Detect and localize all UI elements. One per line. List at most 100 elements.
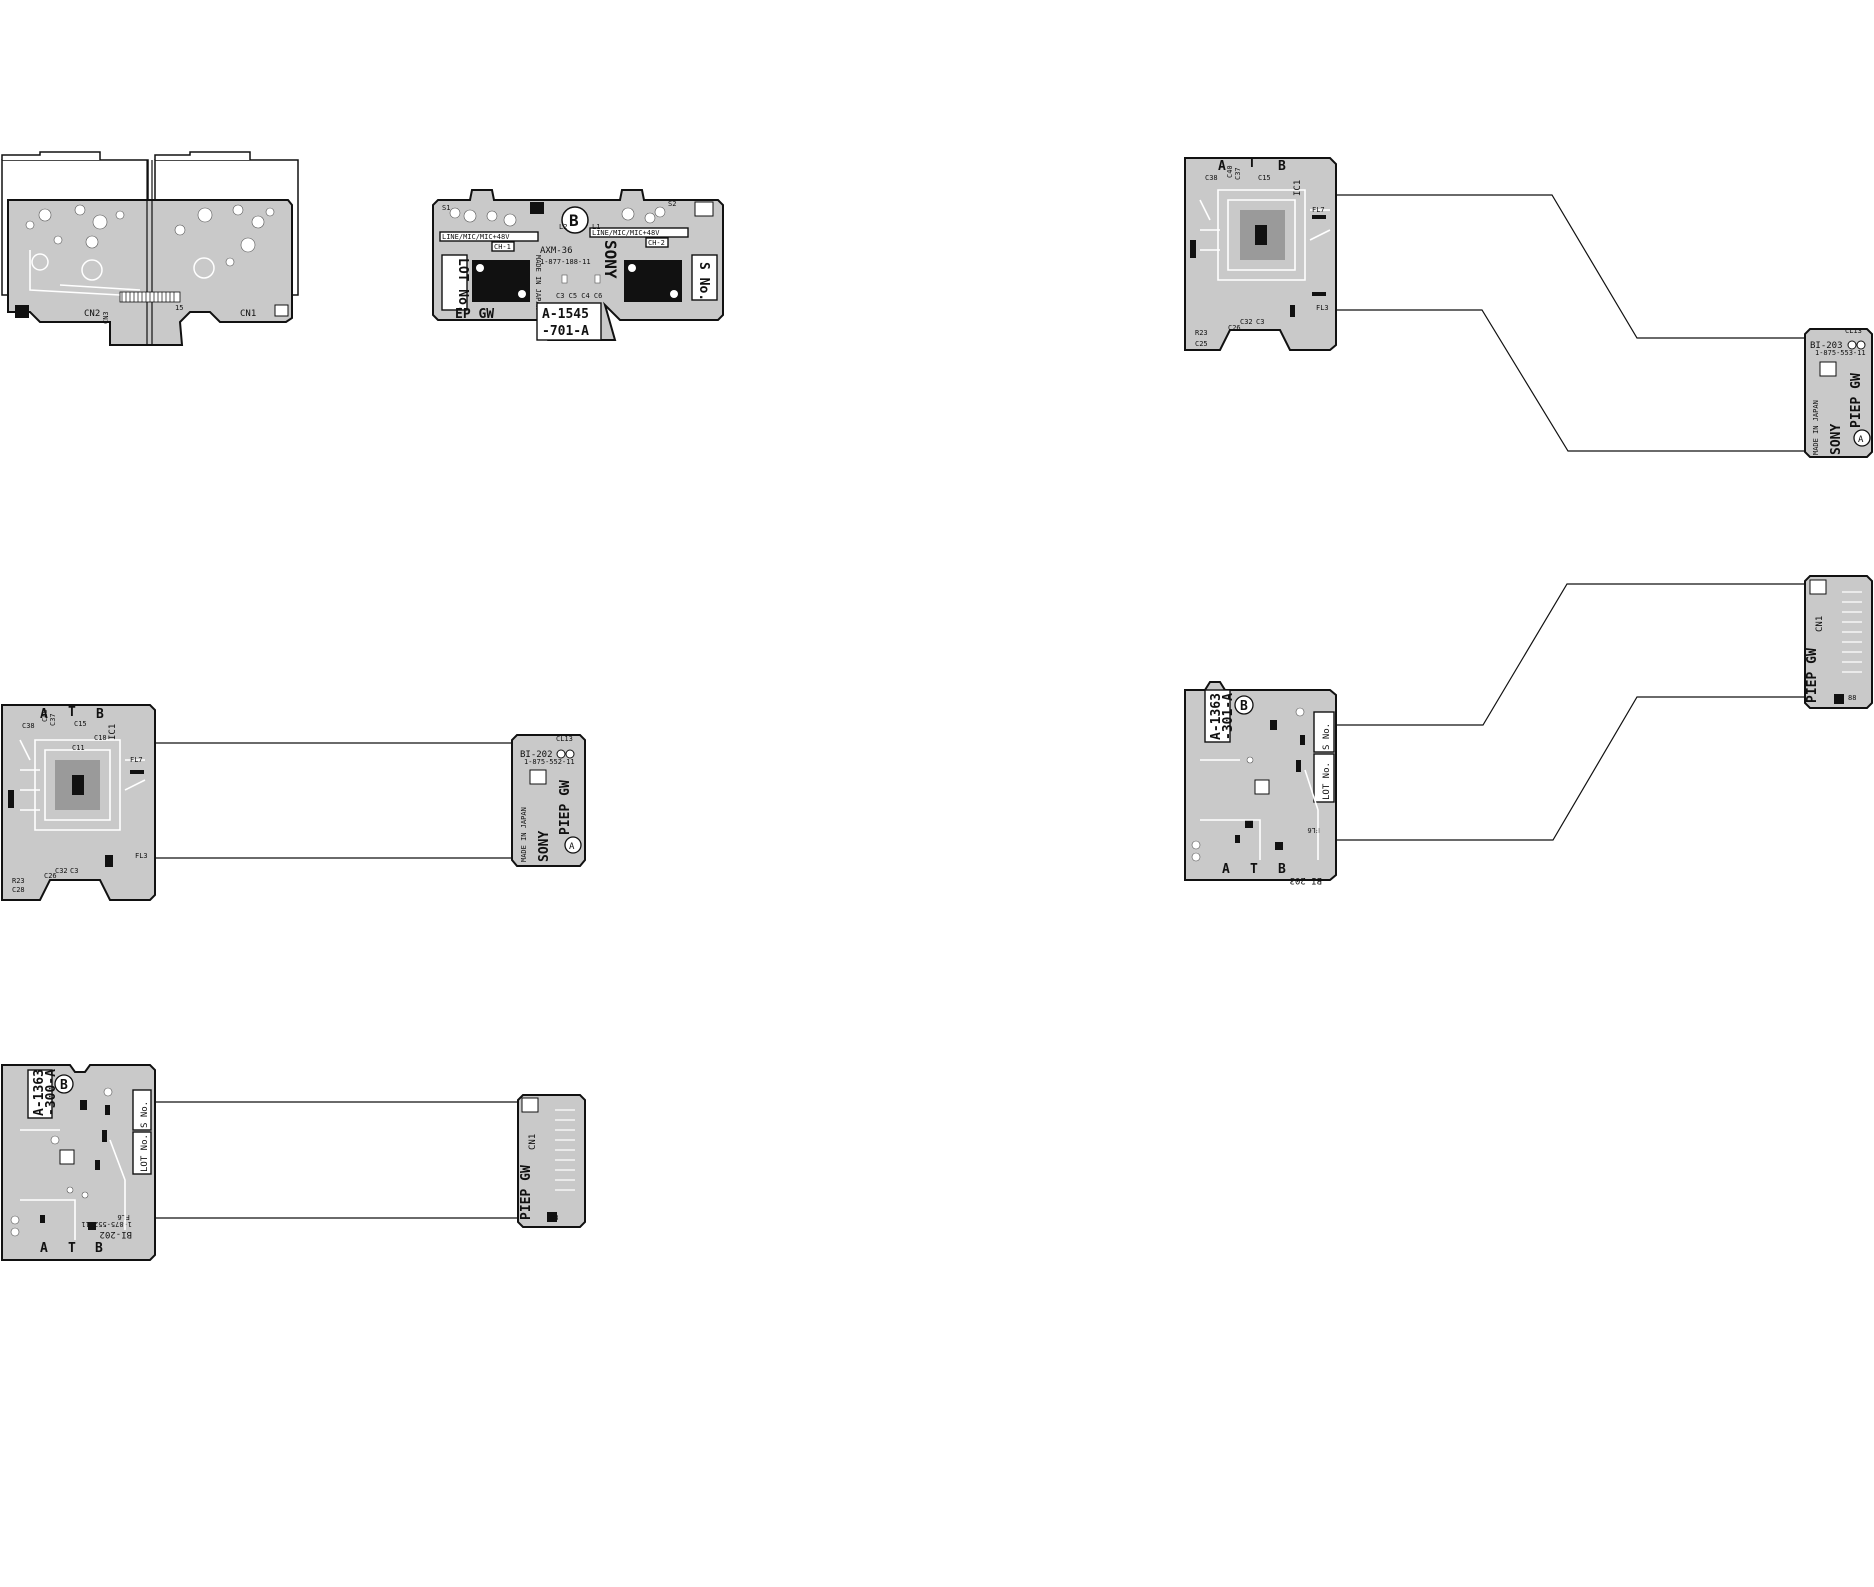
bi202-made-in: MADE IN JAPAN — [520, 807, 528, 862]
a1363-301-fl6: FL6 — [1307, 826, 1320, 834]
main-left-c15: C15 — [74, 720, 87, 728]
main-right-c37: C37 — [1234, 167, 1242, 180]
a1363-300-lot-label: LOT No. — [140, 1134, 150, 1172]
a1363-300-part: 1-875-552-11 — [81, 1220, 132, 1228]
main-right-fl3: FL3 — [1316, 304, 1329, 312]
wire-a1363-301-upper — [1336, 583, 1805, 726]
cn-right-cn: CN1 — [1815, 616, 1825, 632]
a1363-300-letter-badge — [54, 1074, 74, 1094]
bi203-brand: SONY — [1829, 424, 1844, 455]
main-right-c26: C26 — [1228, 324, 1241, 332]
cn-right-lf-logo-icon — [1809, 579, 1827, 595]
jack-cn3-label: CN3 — [102, 311, 110, 324]
board-main-right: A T B C38 C40 C37 C15 IC1 FL7 FL3 R23 C2… — [1184, 156, 1337, 351]
a1545-caps: C3 C5 C4 C6 — [556, 292, 602, 300]
main-right-label-t: T — [1248, 156, 1256, 171]
a1363-301-label-t: T — [1250, 862, 1258, 877]
main-left-c38: C38 — [22, 722, 35, 730]
a1363-300-label-a: A — [40, 1241, 48, 1256]
jack-pin-label: 15 — [175, 304, 183, 312]
a1545-uf-logo-icon — [530, 202, 544, 214]
jack-cn2-label: CN2 — [84, 309, 100, 319]
a1545-s1: S1 — [442, 204, 450, 212]
a1363-300-code-1: A-1363 — [32, 1069, 47, 1116]
a1545-code-1: A-1545 — [542, 307, 589, 322]
bi202-cl: CL13 — [556, 735, 573, 743]
board-a1363-301: A-1363 -301-A B S No. LOT No. B T A BI-2… — [1184, 681, 1337, 885]
main-right-label-b: B — [1278, 159, 1286, 174]
cn-left-cn: CN1 — [528, 1134, 538, 1150]
a1363-300-code-2: -300-A — [44, 1069, 59, 1116]
main-right-c32: C32 — [1240, 318, 1253, 326]
a1545-lf-logo-icon — [694, 201, 714, 217]
a1545-line-mic-1: LINE/MIC/MIC+48V — [442, 233, 510, 241]
a1363-301-label-a: A — [1222, 862, 1230, 877]
a1363-301-letter: B — [1240, 699, 1248, 714]
a1545-ch2: CH-2 — [648, 239, 665, 247]
a1545-line-mic-2: LINE/MIC/MIC+48V — [592, 229, 660, 237]
cn-left-lf-logo-icon — [521, 1097, 539, 1113]
main-left-fl7: FL7 — [130, 756, 143, 764]
a1363-301-code-2: -301-A — [1221, 693, 1236, 740]
a1363-301-code-1: A-1363 — [1209, 693, 1224, 740]
main-left-label-b: B — [96, 707, 104, 722]
jack-cn1-label: CN1 — [240, 309, 256, 319]
main-right-c3: C3 — [1256, 318, 1264, 326]
bi203-cl: CL13 — [1845, 327, 1862, 335]
main-right-c38: C38 — [1205, 174, 1218, 182]
a1363-301-bi: BI-203 — [1289, 875, 1322, 885]
main-left-ic: IC1 — [108, 724, 118, 740]
a1363-300-lot-box — [132, 1131, 152, 1175]
bi203-label: BI-203 — [1810, 341, 1843, 351]
a1545-lot-label: LOT No. — [455, 258, 470, 313]
a1363-300-bi: BI-202 — [99, 1229, 132, 1239]
a1545-line-mic-1-box — [439, 231, 539, 242]
bi202-lf-logo-icon — [529, 769, 547, 785]
flex-bi202: BI-202 CL13 1-875-552-11 SONY MADE IN JA… — [511, 734, 586, 867]
a1363-300-s-label: S No. — [140, 1101, 150, 1128]
bi202-label: BI-202 — [520, 750, 553, 760]
cn-right-pin: 88 — [1848, 694, 1856, 702]
a1363-301-label-b: B — [1278, 862, 1286, 877]
bi202-part: 1-875-552-11 — [524, 758, 575, 766]
a1545-model: AXM-36 — [540, 246, 573, 256]
a1545-ch1: CH-1 — [494, 243, 511, 251]
main-left-c3: C3 — [70, 867, 78, 875]
a1545-board-letter: B — [569, 211, 579, 230]
a1545-marking: EP GW — [455, 307, 494, 322]
main-left-label-a: A — [40, 707, 48, 722]
a1545-s-label: S No. — [696, 262, 711, 301]
a1363-301-s-box — [1313, 711, 1335, 753]
main-left-c18: C18 — [94, 734, 107, 742]
main-right-c25: C25 — [1195, 340, 1208, 348]
a1363-300-s-box — [132, 1089, 152, 1131]
main-left-c11: C11 — [72, 744, 85, 752]
connection-wires — [155, 194, 1805, 1219]
board-a1363-300: A-1363 -300-A B S No. LOT No. B T A BI-2… — [1, 1064, 156, 1261]
a1363-300-label-t: T — [68, 1241, 76, 1256]
a1363-300-letter: B — [60, 1078, 68, 1093]
main-right-c15: C15 — [1258, 174, 1271, 182]
bi203-marking: PIEP GW — [1849, 373, 1864, 428]
bi202-letter: A — [569, 842, 575, 852]
cn-left-uf-logo-icon — [547, 1212, 557, 1222]
cn-right-uf-logo-icon — [1834, 694, 1844, 704]
main-left-c40: C40 — [41, 709, 49, 722]
a1363-301-letter-badge — [1234, 695, 1254, 715]
main-left-label-t: T — [68, 705, 76, 720]
a1545-made-in: MADE IN JAPAN — [534, 255, 542, 310]
a1545-board-letter-badge — [561, 206, 589, 234]
main-left-c37: C37 — [49, 713, 57, 726]
wire-main-right-lower — [1336, 309, 1805, 452]
lf-logo-icon — [274, 304, 289, 317]
flex-bi203: BI-203 CL13 1-875-553-11 SONY MADE IN JA… — [1804, 327, 1873, 458]
wire-a1363-301-lower — [1336, 696, 1805, 841]
a1545-code-box — [536, 302, 602, 341]
a1363-301-s-label: S No. — [1322, 723, 1332, 750]
a1363-300-code-box — [27, 1069, 53, 1119]
bi203-letter: A — [1858, 435, 1864, 445]
bi203-made-in: MADE IN JAPAN — [1812, 400, 1820, 455]
a1545-line-mic-2-box — [589, 227, 689, 238]
a1545-l1: L1 — [592, 223, 600, 231]
flex-cn-left: CN1 PIEP GW 88 — [517, 1094, 586, 1228]
